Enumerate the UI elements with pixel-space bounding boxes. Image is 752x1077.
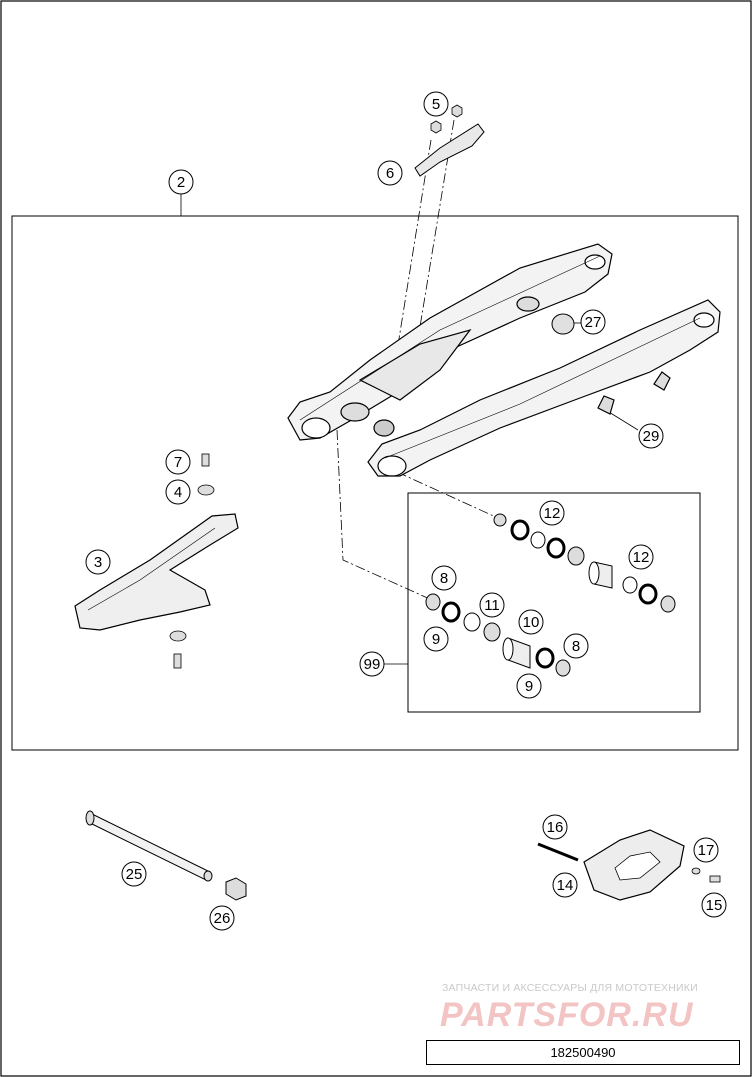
swingarm-edge-line — [384, 317, 701, 459]
callout-label: 11 — [484, 597, 500, 614]
callout-29: 29 — [638, 423, 664, 449]
callout-circle — [693, 837, 719, 863]
callout-label: 12 — [633, 549, 650, 566]
screw-15 — [709, 875, 721, 883]
swingarm-group-box — [11, 215, 739, 751]
callout-label: 4 — [174, 484, 182, 501]
callout-circle — [580, 309, 606, 335]
callout-circle — [479, 592, 505, 618]
axle — [85, 810, 213, 882]
callout-circle — [359, 651, 385, 677]
chain-slider — [74, 513, 239, 631]
callout-circle — [552, 872, 578, 898]
callout-27: 27 — [580, 309, 606, 335]
callout-circle — [701, 892, 727, 918]
swingarm-edge-line — [299, 255, 601, 421]
callout-label: 16 — [547, 819, 564, 836]
callout-99: 99 — [359, 651, 385, 677]
callout-label: 3 — [94, 554, 102, 571]
callout-circle — [518, 609, 544, 635]
callout-25: 25 — [121, 861, 147, 887]
callout-10: 10 — [518, 609, 544, 635]
callout-3: 3 — [85, 549, 111, 575]
chain-guide-window — [614, 851, 661, 881]
screw-7 — [201, 453, 210, 467]
callout-circle — [168, 169, 194, 195]
callout-11: 11 — [479, 592, 505, 618]
callout-17: 17 — [693, 837, 719, 863]
callout-9: 9 — [423, 626, 449, 652]
callout-8: 8 — [563, 633, 589, 659]
washer — [169, 630, 187, 642]
callout-circle — [85, 549, 111, 575]
callout-12: 12 — [539, 500, 565, 526]
callout-6: 6 — [377, 160, 403, 186]
axle-nut — [225, 877, 247, 901]
watermark-tagline: ЗАПЧАСТИ И АКСЕССУАРЫ ДЛЯ МОТОТЕХНИКИ — [442, 982, 698, 994]
callout-26: 26 — [209, 905, 235, 931]
callout-circle — [563, 633, 589, 659]
screw-16 — [537, 842, 579, 862]
callout-label: 8 — [440, 570, 448, 587]
washer-4 — [197, 484, 215, 496]
callout-circle — [628, 544, 654, 570]
watermark-brand: PARTSFOR.RU — [440, 996, 694, 1034]
callout-circle — [209, 905, 235, 931]
cap-27 — [551, 313, 575, 335]
callout-4: 4 — [165, 479, 191, 505]
nut-5 — [451, 104, 463, 118]
callout-label: 27 — [585, 314, 602, 331]
callout-label: 29 — [643, 428, 660, 445]
callout-8: 8 — [431, 565, 457, 591]
callout-label: 10 — [523, 614, 540, 631]
callout-label: 12 — [544, 505, 561, 522]
callout-14: 14 — [552, 872, 578, 898]
callout-label: 2 — [177, 174, 185, 191]
callout-label: 9 — [432, 631, 440, 648]
callout-circle — [121, 861, 147, 887]
callout-circle — [638, 423, 664, 449]
washer-17 — [691, 867, 701, 875]
callout-label: 14 — [557, 877, 574, 894]
callout-label: 17 — [698, 842, 715, 859]
callout-circle — [516, 673, 542, 699]
callout-label: 99 — [364, 656, 381, 673]
callout-label: 25 — [126, 866, 143, 883]
callout-label: 7 — [174, 454, 182, 471]
callout-circle — [542, 814, 568, 840]
callout-label: 6 — [386, 165, 394, 182]
drawing-number: 182500490 — [426, 1040, 740, 1065]
callout-circle — [423, 91, 449, 117]
chain-slider-edge — [87, 527, 216, 611]
callout-circle — [165, 449, 191, 475]
chain-guide-top — [414, 123, 485, 177]
bearing-kit-box — [407, 492, 701, 713]
callout-label: 8 — [572, 638, 580, 655]
callout-circle — [377, 160, 403, 186]
callout-label: 9 — [525, 678, 533, 695]
callout-12: 12 — [628, 544, 654, 570]
callout-16: 16 — [542, 814, 568, 840]
callout-circle — [431, 565, 457, 591]
callout-5: 5 — [423, 91, 449, 117]
callout-15: 15 — [701, 892, 727, 918]
callout-circle — [539, 500, 565, 526]
callout-2: 2 — [168, 169, 194, 195]
callout-9: 9 — [516, 673, 542, 699]
callout-7: 7 — [165, 449, 191, 475]
nut-5 — [430, 120, 442, 134]
callout-label: 5 — [432, 96, 440, 113]
swingarm — [287, 243, 721, 477]
callout-circle — [165, 479, 191, 505]
callout-circle — [423, 626, 449, 652]
callout-label: 15 — [706, 897, 723, 914]
screw — [173, 653, 182, 669]
bearing-parts — [425, 513, 676, 677]
callout-label: 26 — [214, 910, 231, 927]
